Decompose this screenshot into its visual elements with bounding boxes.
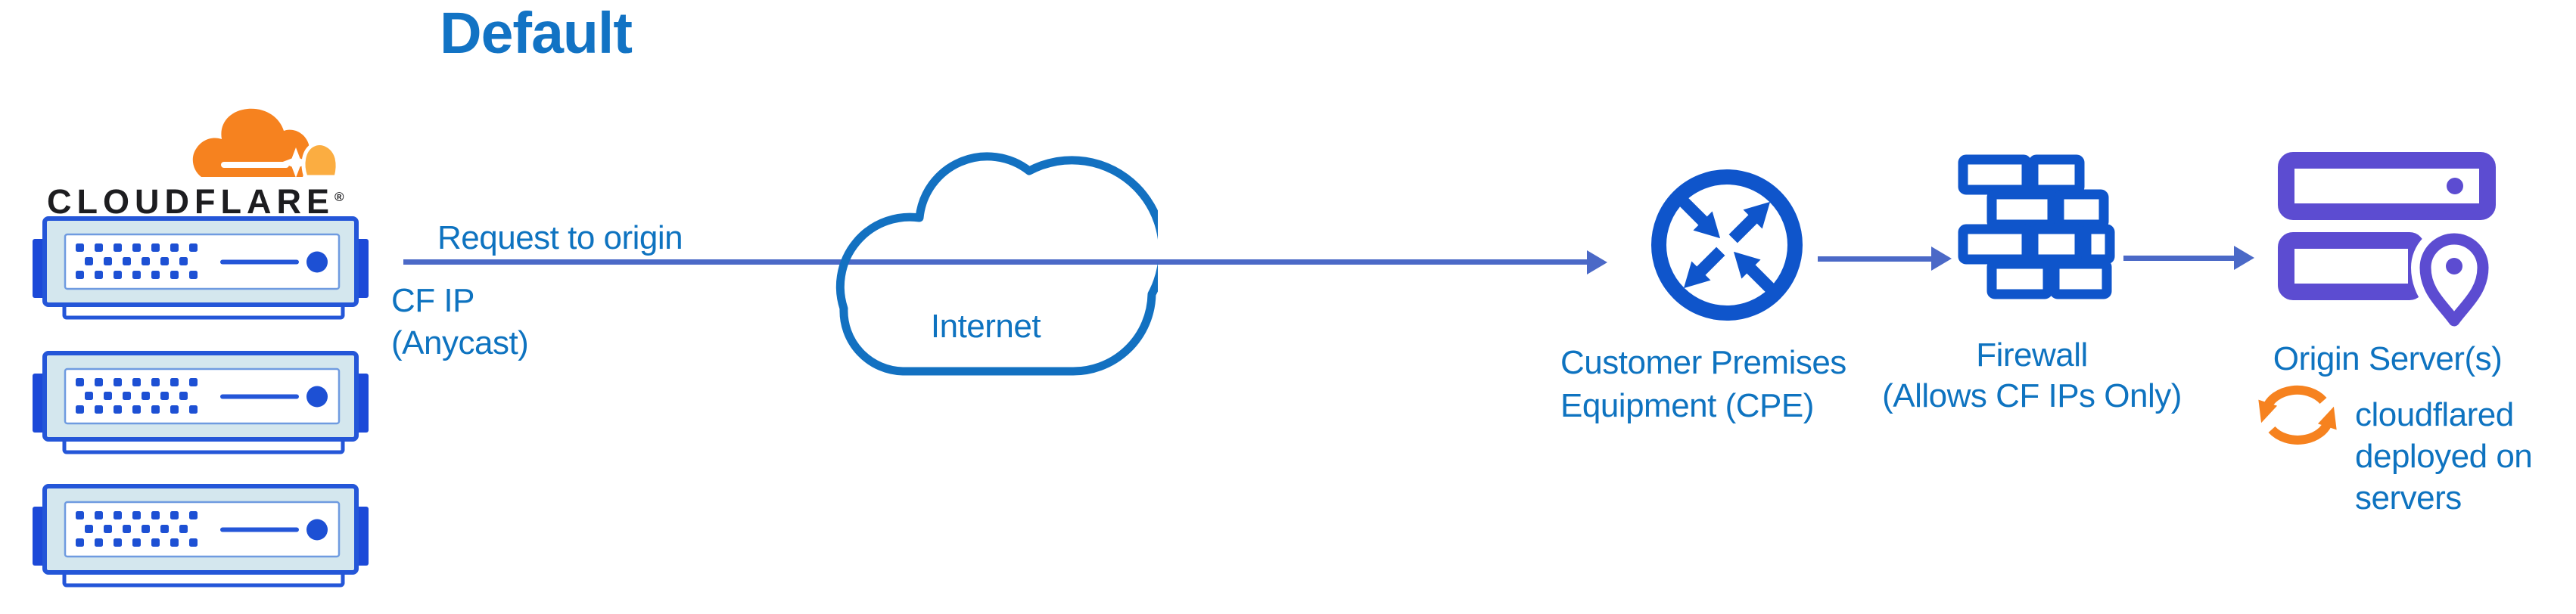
internet-cloud-icon xyxy=(835,152,1158,376)
cloudflare-wordmark-text: CLOUDFLARE xyxy=(47,182,334,221)
firewall-label: Firewall (Allows CF IPs Only) xyxy=(1862,335,2202,417)
firewall-label-line2: (Allows CF IPs Only) xyxy=(1882,377,2182,414)
firewall-icon xyxy=(1958,154,2115,299)
cloudflared-note: cloudflared deployed on servers xyxy=(2355,394,2533,519)
cloudflared-note-line2: deployed on xyxy=(2355,438,2533,475)
flow-arrowhead-to-origin xyxy=(2234,246,2254,270)
flow-arrowhead-to-cpe xyxy=(1587,250,1607,274)
cpe-router-icon xyxy=(1651,169,1803,321)
cloudflare-server-icon xyxy=(32,351,369,466)
cpe-label-line1: Customer Premises xyxy=(1560,344,1846,381)
diagram-title: Default xyxy=(440,1,633,66)
cf-ip-anycast-label: CF IP (Anycast) xyxy=(391,280,529,364)
cloudflare-logo-icon xyxy=(192,108,340,179)
cloudflared-note-line3: servers xyxy=(2355,479,2462,516)
cloudflared-note-line1: cloudflared xyxy=(2355,396,2514,433)
origin-servers-label: Origin Server(s) xyxy=(2273,340,2503,377)
flow-line-firewall-to-origin xyxy=(2123,256,2235,261)
cpe-label-line2: Equipment (CPE) xyxy=(1560,387,1814,424)
registered-trademark: ® xyxy=(334,190,344,204)
flow-arrowhead-to-firewall xyxy=(1931,247,1952,271)
cloudflare-server-icon xyxy=(32,484,369,599)
cpe-label: Customer Premises Equipment (CPE) xyxy=(1560,341,1846,427)
cloudflare-wordmark: CLOUDFLARE® xyxy=(47,182,344,222)
flow-line-cpe-to-firewall xyxy=(1818,256,1932,262)
sync-arrows-icon xyxy=(2258,385,2337,445)
cf-ip-label-line2: (Anycast) xyxy=(391,324,529,361)
server-led-dot xyxy=(2447,178,2463,194)
internet-label: Internet xyxy=(930,308,1041,345)
origin-servers-icon xyxy=(2278,152,2497,335)
location-pin-icon xyxy=(2411,225,2497,335)
firewall-label-line1: Firewall xyxy=(1976,336,2088,374)
cloudflare-server-icon xyxy=(32,216,369,331)
flow-line-edge-to-cpe xyxy=(403,259,1588,265)
request-to-origin-label: Request to origin xyxy=(437,219,683,256)
cf-ip-label-line1: CF IP xyxy=(391,282,474,319)
